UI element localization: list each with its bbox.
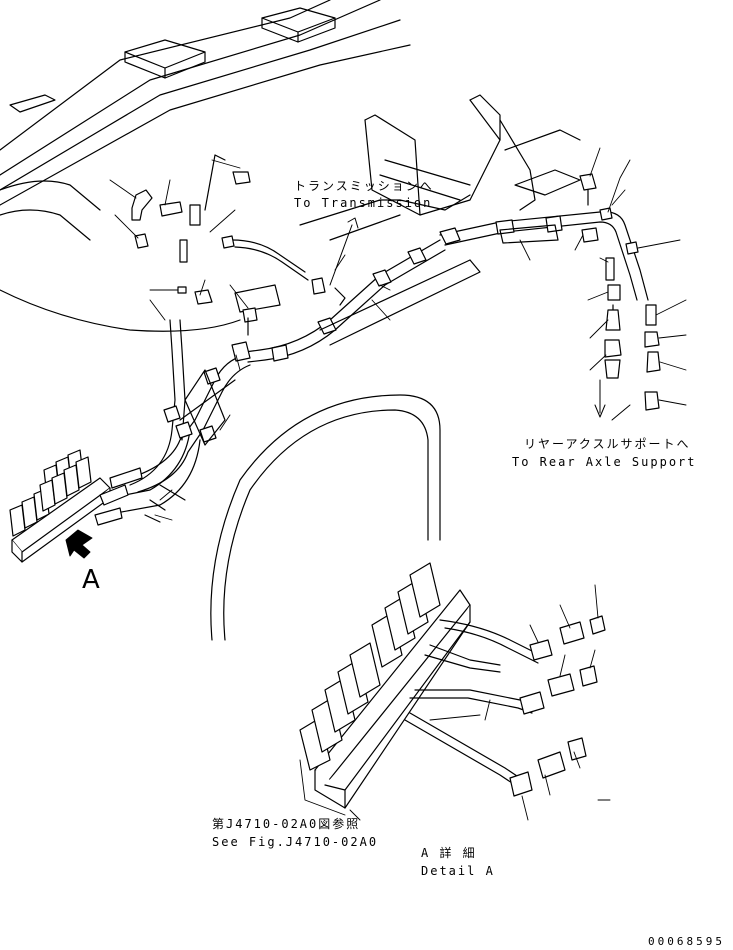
view-a-label: A [82,565,100,595]
detail-a-en-label: Detail A [421,864,495,878]
detail-a-leaders [299,584,611,821]
fittings-upper [131,171,661,411]
clamps [163,215,599,443]
frame-rails [0,0,411,206]
leader-lines-upper [109,147,687,521]
detail-a-manifold [299,562,471,809]
to-transmission-en-label: To Transmission [294,196,433,210]
see-fig-jp-label: 第J4710-02A0図参照 [212,817,361,831]
to-rear-axle-en-label: To Rear Axle Support [512,455,697,469]
fender [210,394,441,641]
frame-body [0,180,241,332]
to-transmission-jp-label: トランスミッションへ [294,179,434,193]
detail-a-jp-label: A 詳 細 [421,846,477,860]
drawing-number: 00068595 [648,935,725,948]
manifold-main-view [9,449,143,563]
view-a-arrow [65,529,93,559]
see-fig-en-label: See Fig.J4710-02A0 [212,835,379,849]
transmission-housing [299,94,581,241]
brackets [144,154,559,523]
to-rear-axle-jp-label: リヤーアクスルサポートへ [524,437,691,451]
direction-arrows [329,217,631,421]
detail-a-fittings [509,615,606,797]
